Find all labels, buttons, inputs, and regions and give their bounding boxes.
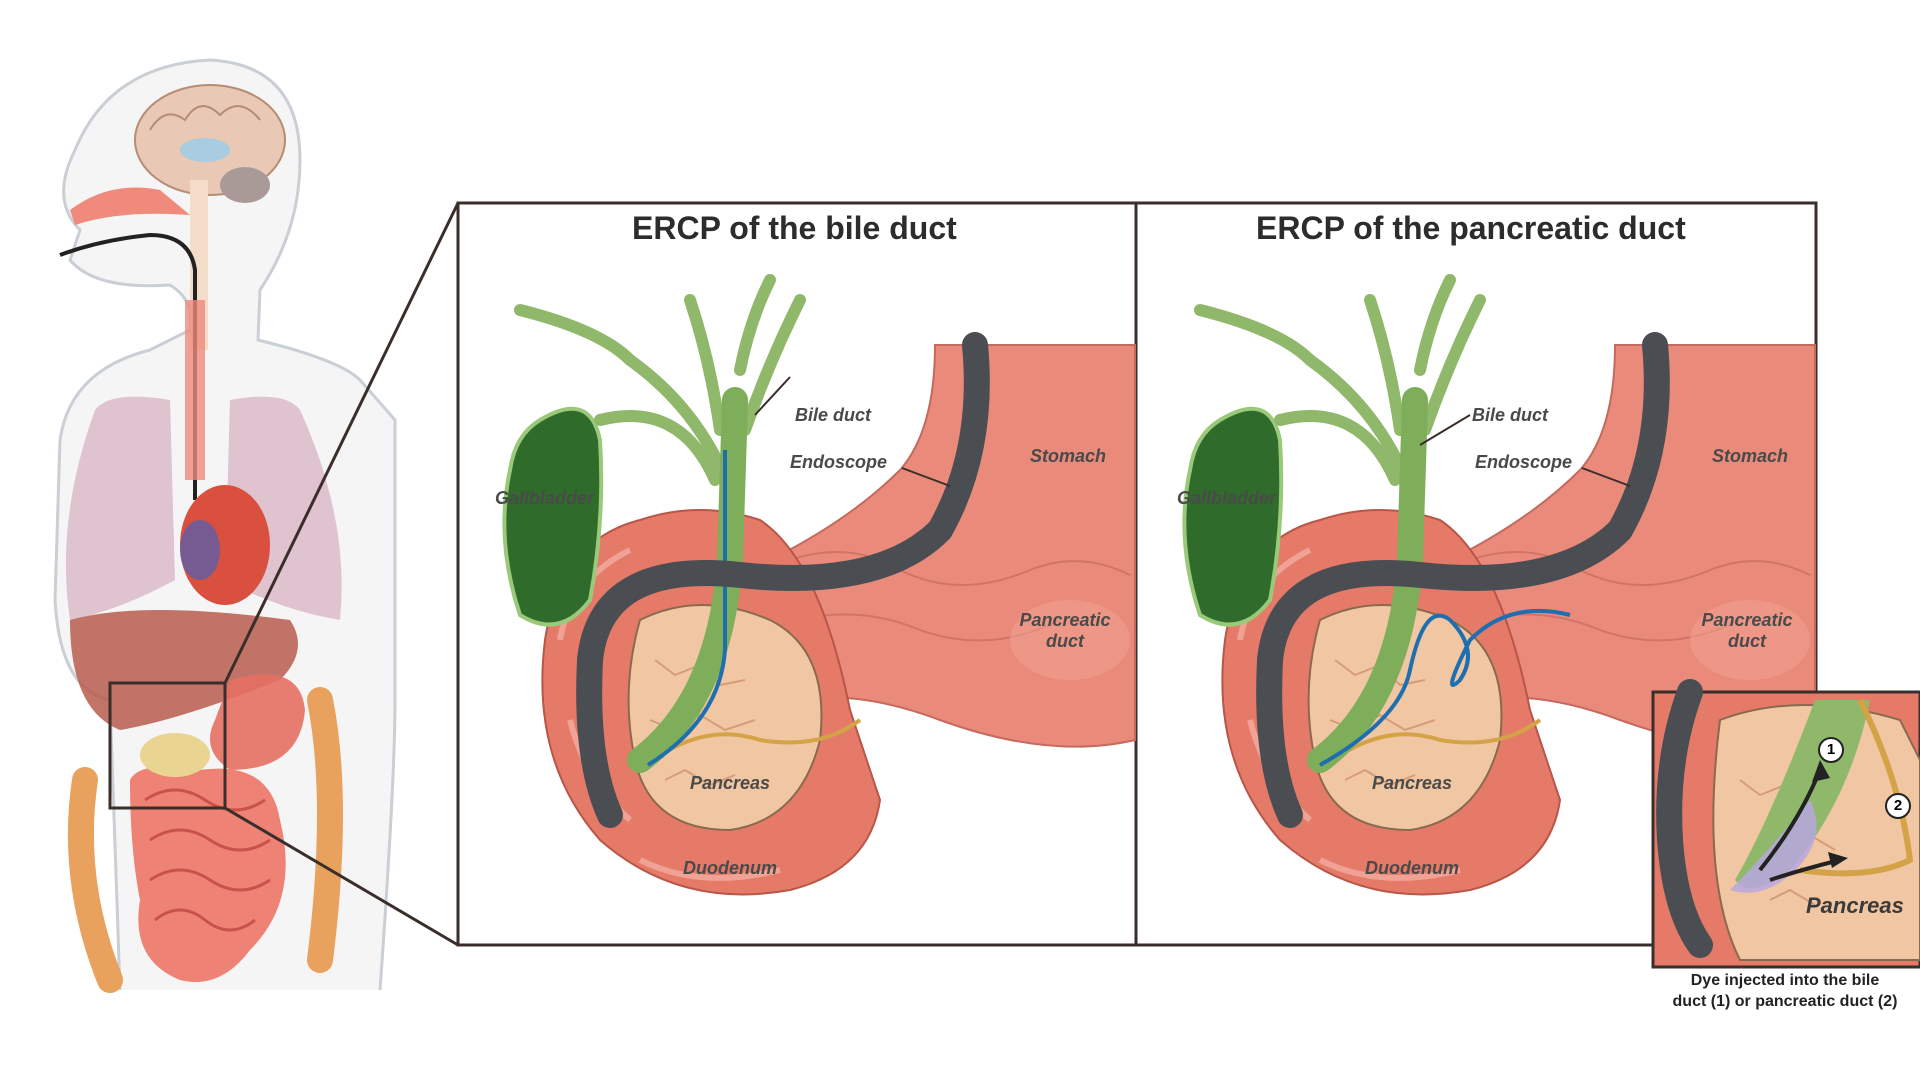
label-pancreas: Pancreas	[690, 773, 771, 793]
label-endoscope-2: Endoscope	[1475, 452, 1573, 472]
inset-label-pancreas: Pancreas	[1806, 893, 1904, 918]
liver	[70, 610, 298, 730]
inset-caption-line-2: duct (1) or pancreatic duct (2)	[1672, 993, 1898, 1010]
inset-caption-line-1: Dye injected into the bile	[1690, 972, 1880, 989]
label-duodenum: Duodenum	[683, 858, 777, 878]
panel-bile-duct-illustration	[502, 274, 1136, 896]
catheter	[646, 450, 727, 767]
stomach-small	[210, 674, 305, 770]
panel-title-pancreatic-duct: ERCP of the pancreatic duct	[1256, 210, 1686, 246]
label-pancreatic-duct-line-2: duct	[1046, 631, 1084, 651]
label-pancreatic-duct-2-line-2: duct	[1728, 631, 1766, 651]
label-stomach-2: Stomach	[1712, 446, 1789, 466]
label-pancreatic-duct: Pancreatic duct	[1015, 610, 1115, 652]
bile-duct-tree	[514, 274, 806, 496]
label-endoscope: Endoscope	[790, 452, 888, 472]
catheter-pancreatic	[1319, 608, 1571, 767]
callout-line-bottom	[224, 806, 459, 947]
inset-marker-1: 1	[1826, 741, 1836, 758]
zoom-region-box	[108, 681, 227, 810]
label-stomach: Stomach	[1030, 446, 1107, 466]
label-bile-duct-2: Bile duct	[1472, 405, 1549, 425]
gallbladder	[502, 406, 604, 627]
label-duodenum-2: Duodenum	[1365, 858, 1459, 878]
dye-injection-inset	[1651, 679, 1920, 969]
pancreatic-duct-area	[1010, 600, 1130, 680]
pancreas-small	[140, 733, 210, 777]
panel-pancreatic-duct-illustration	[1182, 274, 1816, 896]
label-pancreatic-duct-line-1: Pancreatic	[1019, 610, 1111, 630]
lungs	[65, 396, 175, 620]
inset-caption: Dye injected into the bile duct (1) or p…	[1650, 970, 1920, 1012]
inset-marker-2: 2	[1893, 797, 1903, 814]
nasal-cavity	[70, 187, 190, 225]
endoscope	[576, 332, 990, 828]
panel-title-bile-duct: ERCP of the bile duct	[632, 210, 957, 246]
label-pancreatic-duct-2-line-1: Pancreatic	[1701, 610, 1793, 630]
label-pancreatic-duct-2: Pancreatic duct	[1697, 610, 1797, 652]
label-pancreas-2: Pancreas	[1372, 773, 1453, 793]
label-gallbladder-2: Gallbladder	[1177, 488, 1277, 508]
label-bile-duct: Bile duct	[795, 405, 872, 425]
callout-line-top	[223, 202, 460, 684]
endoscope-path-body	[59, 232, 197, 500]
label-gallbladder: Gallbladder	[495, 488, 595, 508]
colon	[67, 687, 343, 993]
